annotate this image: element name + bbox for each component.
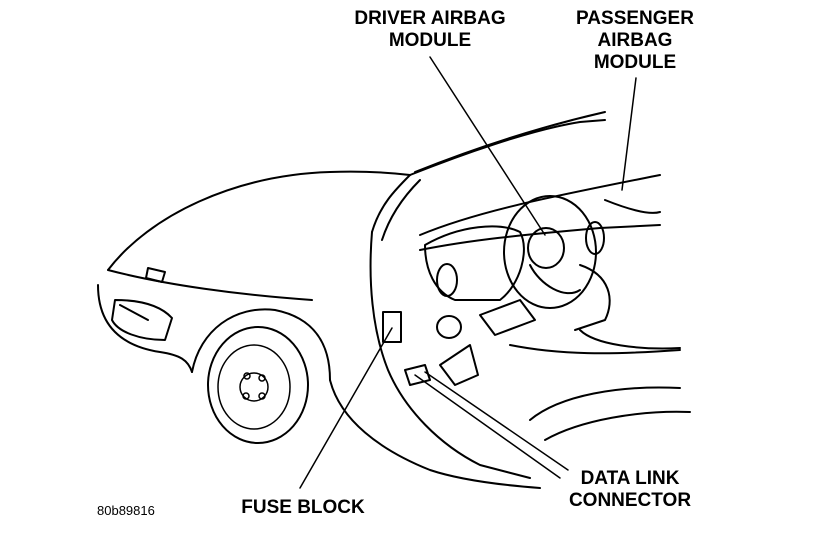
roof-line [414,111,606,173]
data-link-line-1: DATA LINK [580,468,680,489]
lug-nut-1 [243,372,251,380]
seat-front [544,410,691,441]
lug-nut-3 [258,392,266,400]
fog-light [119,304,149,321]
sill [329,379,541,489]
hood-badge [145,267,166,283]
pedal-area [439,344,479,386]
fender-line [191,308,331,381]
rim [217,344,291,430]
lug-nut-2 [258,374,266,382]
center-console [574,264,611,331]
a-pillar [371,174,411,233]
seat-cushion [529,386,681,421]
data-link-label: DATA LINK CONNECTOR [560,468,700,512]
console-lower [579,329,681,350]
steering-column [479,299,536,336]
driver-airbag-leader [429,56,546,236]
passenger-airbag-line-2: AIRBAG [597,30,673,51]
lug-nut-4 [242,392,250,400]
a-pillar-inner [381,179,421,241]
hood-outline [107,170,411,271]
passenger-airbag-label: PASSENGER AIRBAG MODULE [560,8,710,74]
hub [239,372,269,402]
knee-bolster-knob [436,315,462,339]
data-link-line-2: CONNECTOR [568,490,692,511]
left-vent [436,263,458,297]
steering-spoke [529,264,581,295]
fuse-block-panel [382,311,402,343]
instrument-hood [424,225,525,301]
steering-wheel [503,195,597,309]
fuse-block-leader [299,327,393,489]
data-link-leader-2 [424,371,569,471]
front-bumper [97,284,193,373]
steering-hub [527,227,565,269]
floor-line [509,344,681,355]
windshield-frame [409,119,606,176]
fuse-block-label: FUSE BLOCK [241,497,365,518]
headlight [111,299,173,341]
right-vent [585,221,605,255]
passenger-airbag-leader [621,77,637,191]
figure-id: 80b89816 [97,503,155,518]
driver-airbag-line-2: MODULE [388,30,472,51]
data-link-connector-shape [404,364,431,386]
data-link-leader-1 [414,374,561,479]
passenger-airbag-line-1: PASSENGER [576,8,694,29]
door-opening [369,231,531,479]
passenger-dash [604,199,661,214]
driver-airbag-label: DRIVER AIRBAG MODULE [350,8,510,52]
tire [207,326,309,444]
driver-airbag-line-1: DRIVER AIRBAG [354,8,506,29]
passenger-airbag-line-3: MODULE [593,52,677,73]
hood-edge [107,269,313,301]
